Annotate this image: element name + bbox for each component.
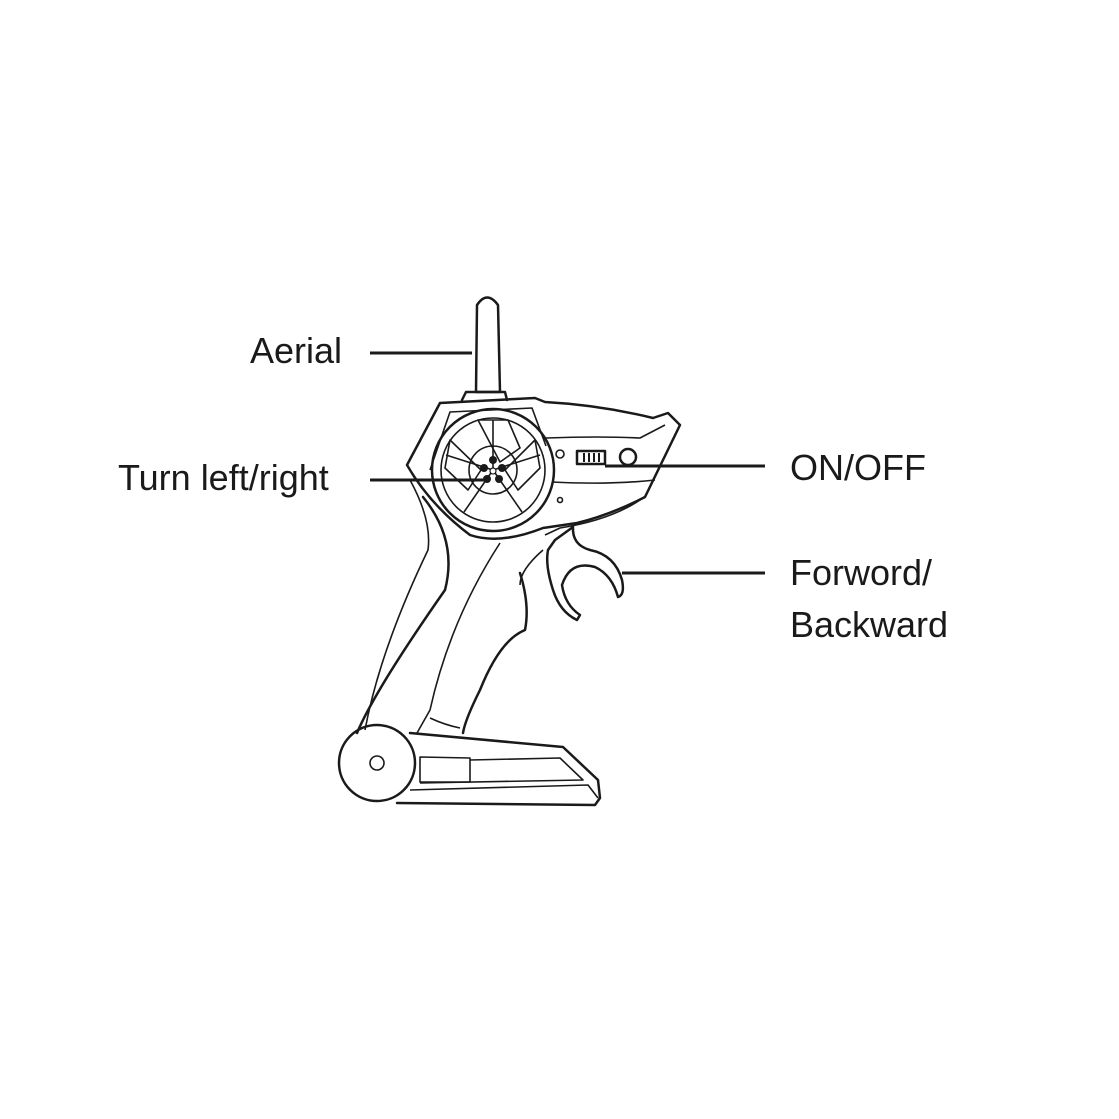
throttle-trigger	[545, 525, 625, 622]
grip	[355, 479, 544, 735]
turn-left-right-label: Turn left/right	[118, 457, 329, 498]
leader-lines	[370, 351, 765, 575]
base-stand	[337, 723, 602, 807]
steering-wheel	[430, 407, 556, 533]
on-off-label: ON/OFF	[790, 447, 926, 488]
antenna	[460, 296, 509, 402]
transmitter-head	[405, 396, 682, 540]
forward-label: Forword/	[790, 552, 933, 593]
on-off-switch	[555, 447, 638, 504]
backward-label: Backward	[790, 604, 949, 645]
aerial-label: Aerial	[250, 330, 343, 371]
